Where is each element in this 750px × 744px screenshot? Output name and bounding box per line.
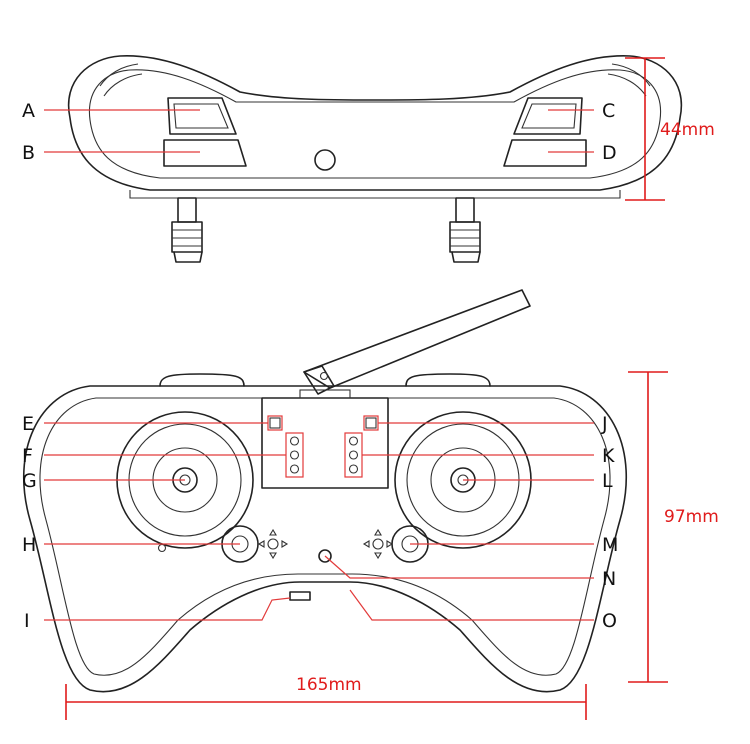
top-center-port [314,149,336,171]
right-shoulder-bump [405,373,491,387]
label-c: C [602,100,615,122]
label-h: H [22,534,36,556]
antenna-pivot [319,371,329,381]
shoulder-button-b [163,139,247,167]
top-view: A B C D 44mm [22,55,715,263]
left-shoulder-bump [159,373,245,387]
dim-165-text: 165mm [296,675,362,695]
label-m: M [602,534,618,556]
label-d: D [602,142,617,164]
label-b: B [22,142,35,164]
shoulder-button-c [513,97,583,135]
label-i: I [24,610,30,632]
label-j: J [601,413,608,435]
left-grip-ridge [99,63,139,87]
leader-n [324,555,594,579]
label-l: L [602,470,613,492]
leader-o [349,589,594,621]
right-grip-ridge-2 [607,73,647,97]
button-j [365,417,377,429]
center-plate [261,397,389,489]
front-body-inner [39,397,611,676]
label-n: N [602,568,616,590]
top-view-body [67,55,683,191]
shoulder-button-d [503,139,587,167]
label-e: E [22,413,34,435]
label-o: O [602,610,617,632]
front-view: E F G H I J K L M N O 97mm 165mm [22,289,719,720]
label-f: F [22,445,33,467]
button-e [269,417,281,429]
label-a: A [22,100,35,122]
center-plate-top [299,389,351,399]
shoulder-button-a-inner [173,103,229,129]
right-stick-shaft [449,197,481,263]
leader-i [44,597,291,621]
top-view-body-inner [88,69,662,179]
dim-44-text: 44mm [660,120,715,140]
right-led-column [344,432,363,478]
antenna [303,289,531,389]
left-stick-shaft [171,197,203,263]
shoulder-button-a [167,97,237,135]
label-g: G [22,470,37,492]
label-k: K [602,445,615,467]
shoulder-button-c-inner [521,103,577,129]
left-indicator-hole [157,543,167,553]
left-led-column [285,432,304,478]
dim-97-text: 97mm [664,507,719,527]
top-view-bottom-band [129,190,621,199]
center-button-n [318,549,332,563]
right-grip-ridge [611,63,651,87]
left-grip-ridge-2 [103,73,143,97]
bottom-switch-i [289,591,311,601]
front-body-outline [22,385,628,693]
